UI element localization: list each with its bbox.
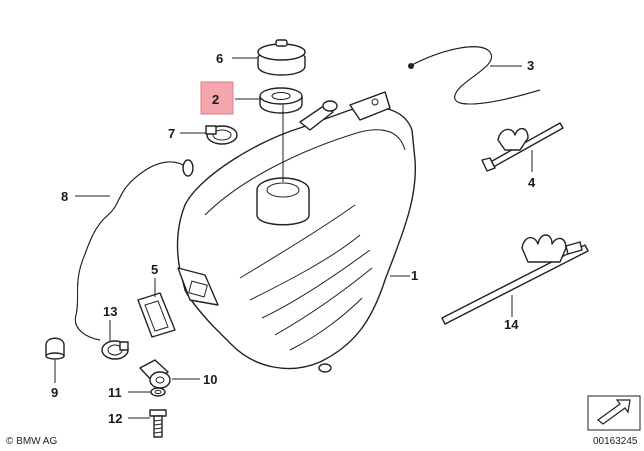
hose-clamp-upper[interactable] — [205, 125, 238, 145]
label-part-4[interactable]: 4 — [528, 175, 536, 190]
cable-tie-holder[interactable] — [481, 122, 564, 172]
label-part-8[interactable]: 8 — [61, 189, 68, 204]
label-part-5[interactable]: 5 — [151, 262, 158, 277]
cap-plug[interactable] — [45, 337, 65, 360]
vent-hose[interactable] — [408, 46, 541, 105]
diagram-number: 00163245 — [593, 436, 638, 447]
label-part-14[interactable]: 14 — [504, 317, 519, 332]
hose-clamp-lower[interactable] — [101, 340, 129, 360]
filler-cap[interactable] — [257, 39, 306, 76]
long-cable-tie[interactable] — [441, 234, 589, 325]
coolant-hose[interactable] — [74, 159, 194, 341]
label-part-6[interactable]: 6 — [216, 51, 223, 66]
banjo-fitting[interactable] — [139, 359, 171, 389]
leader-lines — [54, 57, 533, 419]
label-part-7[interactable]: 7 — [168, 126, 175, 141]
label-part-2[interactable]: 2 — [212, 92, 219, 107]
label-part-13[interactable]: 13 — [103, 304, 117, 319]
label-part-11[interactable]: 11 — [108, 385, 122, 400]
seal-ring[interactable] — [259, 87, 303, 114]
rubber-mount[interactable] — [137, 292, 176, 338]
expansion-tank[interactable] — [176, 91, 417, 373]
label-part-9[interactable]: 9 — [51, 385, 58, 400]
label-part-3[interactable]: 3 — [527, 58, 534, 73]
page-arrow-icon[interactable] — [587, 395, 641, 431]
part-number-labels: 1 2 3 4 5 6 7 8 9 10 11 12 13 14 — [51, 51, 536, 426]
highlight-box — [200, 81, 234, 115]
washer[interactable] — [150, 387, 166, 397]
copyright-text: © BMW AG — [6, 436, 57, 447]
label-part-1[interactable]: 1 — [411, 268, 418, 283]
label-part-12[interactable]: 12 — [108, 411, 122, 426]
label-part-10[interactable]: 10 — [203, 372, 217, 387]
bolt[interactable] — [149, 409, 167, 438]
